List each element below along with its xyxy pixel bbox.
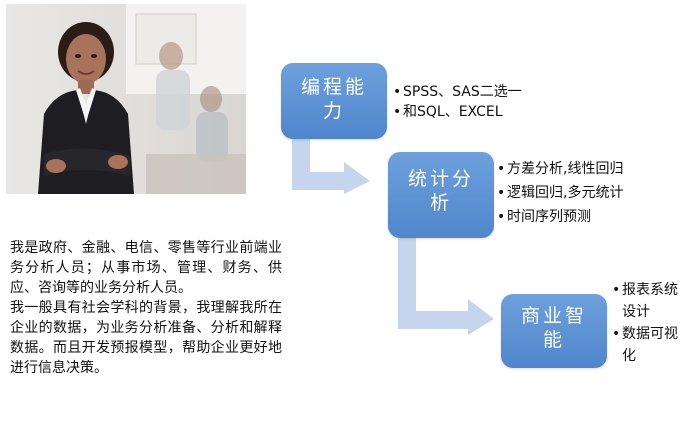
step-statistics-list: 方差分析,线性回归 逻辑回归,多元统计 时间序列预测 <box>497 157 672 229</box>
step-bi-title-line1: 商业智 <box>520 305 587 327</box>
list-item: SPSS、SAS二选一 <box>393 82 553 102</box>
step-programming-title-line1: 编程能 <box>300 76 367 98</box>
step-statistics-title-line2: 析 <box>429 192 452 214</box>
description-paragraph-2: 我一般具有社会学科的背景，我理解我所在企业的数据，为业务分析准备、分析和解释数据… <box>10 300 282 376</box>
list-item: 方差分析,线性回归 <box>497 157 672 181</box>
arrow-step2-to-step3 <box>398 237 494 335</box>
list-item: 和SQL、EXCEL <box>393 102 553 122</box>
description-paragraph-1: 我是政府、金融、电信、零售等行业前端业务分析人员；从事市场、管理、财务、供应、咨… <box>10 240 282 296</box>
list-item: 报表系统设计 <box>612 279 680 323</box>
step-programming-box: 编程能 力 <box>281 63 387 139</box>
step-bi-title-line2: 能 <box>542 329 565 351</box>
step-statistics-title-line1: 统计分 <box>407 168 474 190</box>
list-item: 逻辑回归,多元统计 <box>497 181 672 205</box>
arrow-step1-to-step2 <box>292 138 370 194</box>
role-description: 我是政府、金融、电信、零售等行业前端业务分析人员；从事市场、管理、财务、供应、咨… <box>10 238 282 378</box>
step-business-intelligence-box: 商业智 能 <box>501 294 607 368</box>
step-business-intelligence-list: 报表系统设计 数据可视化 <box>612 279 680 367</box>
step-programming-list: SPSS、SAS二选一 和SQL、EXCEL <box>393 82 553 122</box>
step-statistics-box: 统计分 析 <box>388 152 494 238</box>
list-item: 数据可视化 <box>612 323 680 367</box>
businesswoman-photo <box>6 4 246 194</box>
step-programming-title-line2: 力 <box>322 100 345 122</box>
list-item: 时间序列预测 <box>497 205 672 229</box>
